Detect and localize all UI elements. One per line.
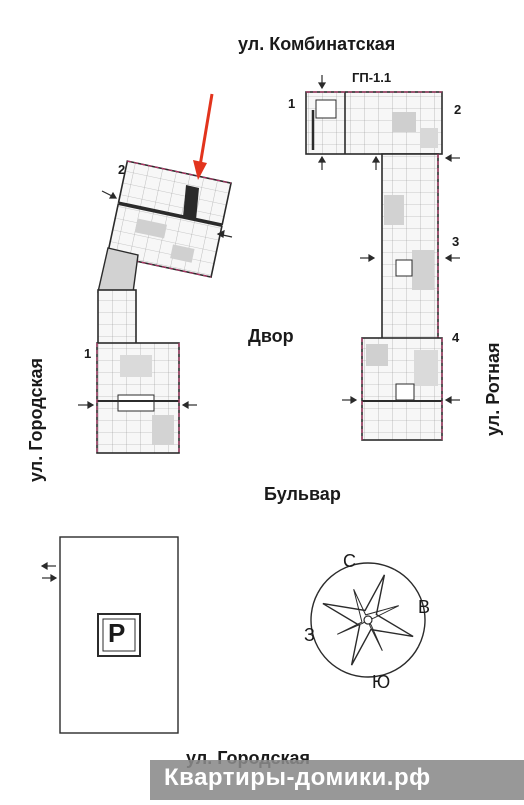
compass-north: С [343,551,356,571]
building-code: ГП-1.1 [352,70,392,85]
arrow-icon [317,155,327,170]
arrow-icon [40,561,56,571]
arrow-icon [181,400,197,410]
section-number-right-3: 3 [452,234,460,249]
compass-south: Ю [372,672,391,692]
arrow-icon [444,395,460,405]
arrow-icon [78,400,95,410]
highlighted-apartment[interactable] [183,185,199,220]
arrow-icon [444,153,460,163]
arrow-icon [342,395,358,405]
watermark-bar [150,760,524,800]
entrance-arrows-right [317,75,460,405]
street-label-top: ул. Комбинатская [238,34,396,54]
arrow-icon [42,573,58,583]
street-label-right: ул. Ротная [483,342,503,436]
compass-rose-icon [310,562,426,678]
left-building [96,160,232,454]
arrow-icon [360,253,376,263]
parking-area [59,536,179,734]
section-number-right-2: 2 [454,102,462,117]
arrow-icon [444,253,460,263]
street-label-bulvar: Бульвар [264,484,341,504]
compass-west: З [304,625,315,645]
parking-icon [97,613,141,657]
red-pointer-arrow-icon [193,93,214,180]
section-number-right-1: 1 [288,96,296,111]
parking-letter: P [108,618,126,648]
parking-entrance-arrows [40,561,58,583]
street-label-left: ул. Городская [26,358,46,482]
section-number-left-bottom: 1 [84,346,92,361]
right-building [305,91,443,441]
arrow-icon [371,155,381,170]
arrow-icon [216,229,233,238]
arrow-icon [101,190,118,199]
courtyard-label: Двор [248,326,294,346]
arrow-icon [317,75,327,90]
section-number-left-top: 2 [118,162,126,177]
entrance-arrows-left [78,190,233,410]
compass-east: В [418,597,431,617]
watermark-text: Квартиры-домики.рф [164,764,431,791]
section-number-right-4: 4 [452,330,460,345]
